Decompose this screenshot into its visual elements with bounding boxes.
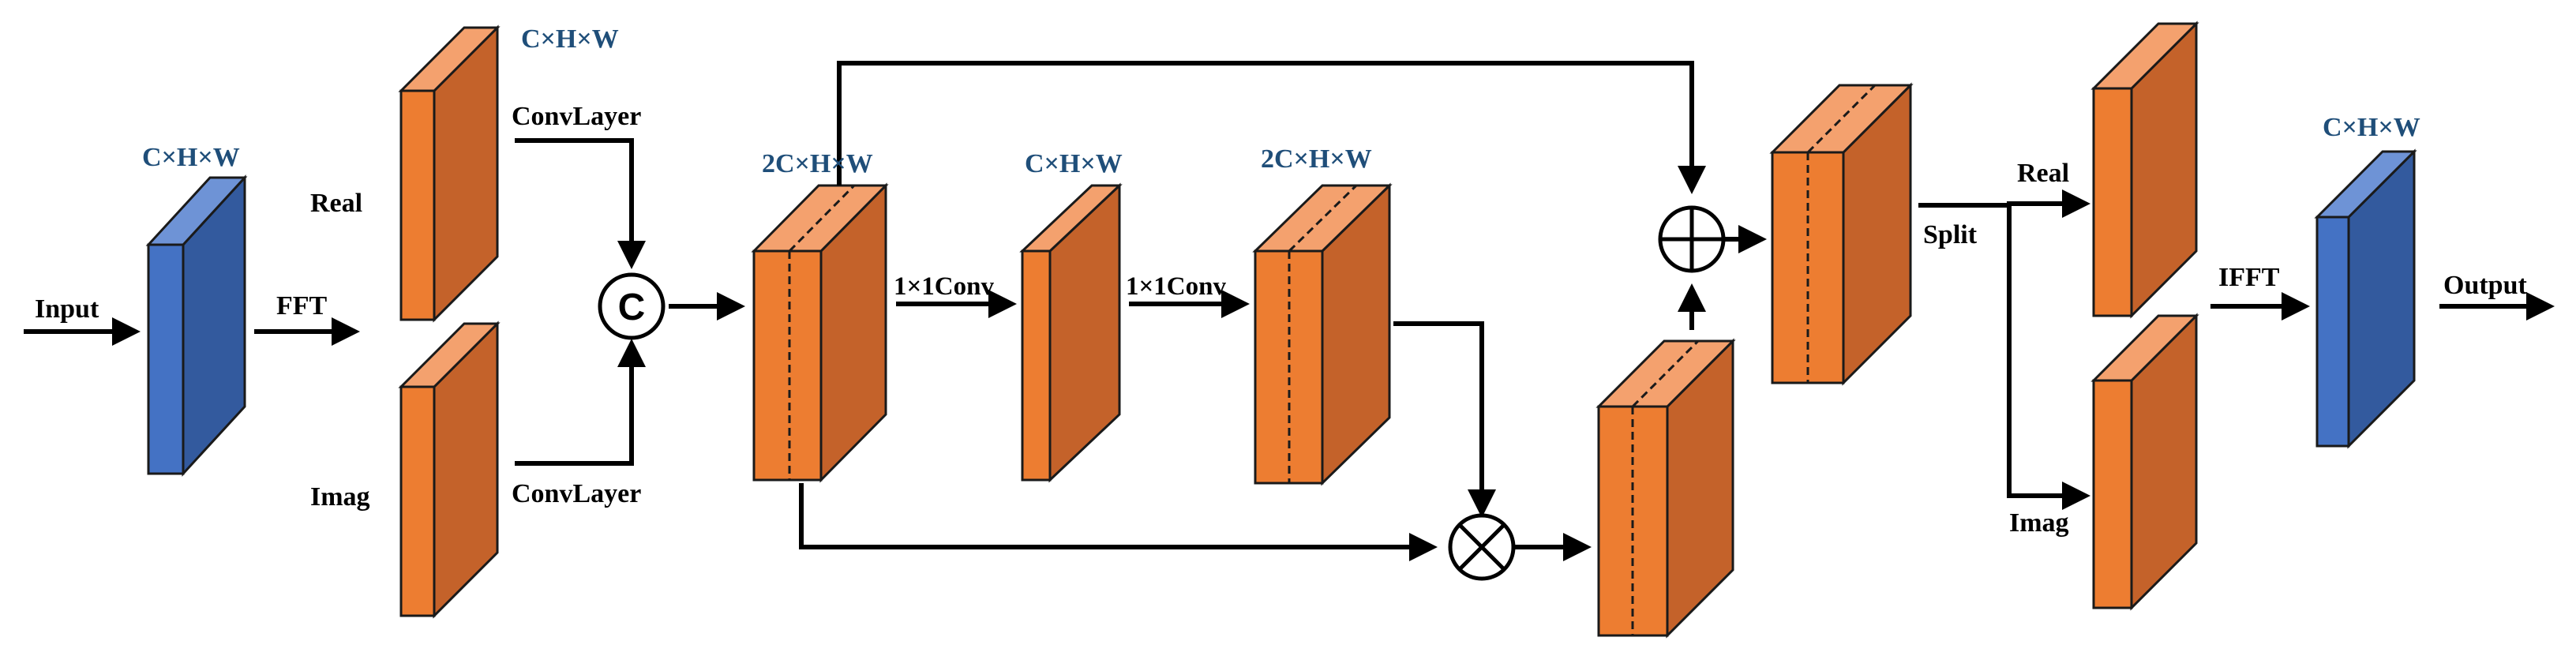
dimension-labels: C×H×W C×H×W 2C×H×W C×H×W 2C×H×W C×H×W [142, 24, 2420, 178]
real-out-label: Real [2017, 159, 2069, 188]
real-dim-label: C×H×W [521, 24, 619, 54]
imag-tensor-block [398, 321, 501, 619]
concat-symbol: C [618, 287, 646, 328]
expanded-to-mul-arrow [1393, 321, 1496, 518]
conv1x1-a-label: 1×1Conv [894, 272, 994, 301]
concat-dim-label: 2C×H×W [762, 149, 873, 178]
multiplied-tensor-block [1595, 338, 1736, 639]
ifft-label: IFFT [2218, 263, 2280, 292]
split-imag-arrow [2007, 204, 2090, 510]
fft-label: FFT [276, 291, 328, 321]
labels: Input FFT Real Imag ConvLayer ConvLayer … [35, 102, 2527, 538]
real-tensor-block [398, 24, 501, 323]
expanded-tensor-block [1252, 182, 1393, 486]
output-tensor-block [2314, 148, 2417, 449]
output-dim-label: C×H×W [2323, 113, 2420, 142]
concat-circle-icon: C [598, 272, 666, 340]
reduced-tensor-block [1019, 182, 1123, 483]
circle-times-icon [1448, 513, 1516, 581]
circle-plus-icon [1658, 205, 1726, 273]
real-label: Real [310, 189, 362, 218]
skip-connection-arrow [837, 61, 1706, 194]
connectors [24, 61, 2555, 561]
input-tensor-block [145, 174, 248, 477]
real-out-tensor-block [2090, 21, 2199, 319]
concat-to-mul-arrow [799, 483, 1438, 561]
real-conv-arrow [515, 138, 646, 269]
input-dim-label: C×H×W [142, 143, 240, 172]
imag-out-label: Imag [2009, 508, 2069, 538]
imag-conv-arrow [515, 339, 646, 466]
split-real-arrow [2007, 189, 2090, 218]
convlayer-bottom-label: ConvLayer [512, 479, 641, 508]
expand-dim-label: 2C×H×W [1261, 144, 1372, 174]
mid-dim-label: C×H×W [1025, 149, 1123, 178]
imag-out-tensor-block [2090, 313, 2199, 611]
concat-tensor-block [751, 182, 889, 483]
sum-tensor-block [1769, 82, 1914, 386]
output-label: Output [2443, 271, 2527, 300]
split-label: Split [1923, 220, 1978, 249]
convlayer-top-label: ConvLayer [512, 102, 641, 131]
imag-label: Imag [310, 482, 370, 512]
input-label: Input [35, 294, 99, 324]
conv1x1-b-label: 1×1Conv [1126, 272, 1226, 301]
